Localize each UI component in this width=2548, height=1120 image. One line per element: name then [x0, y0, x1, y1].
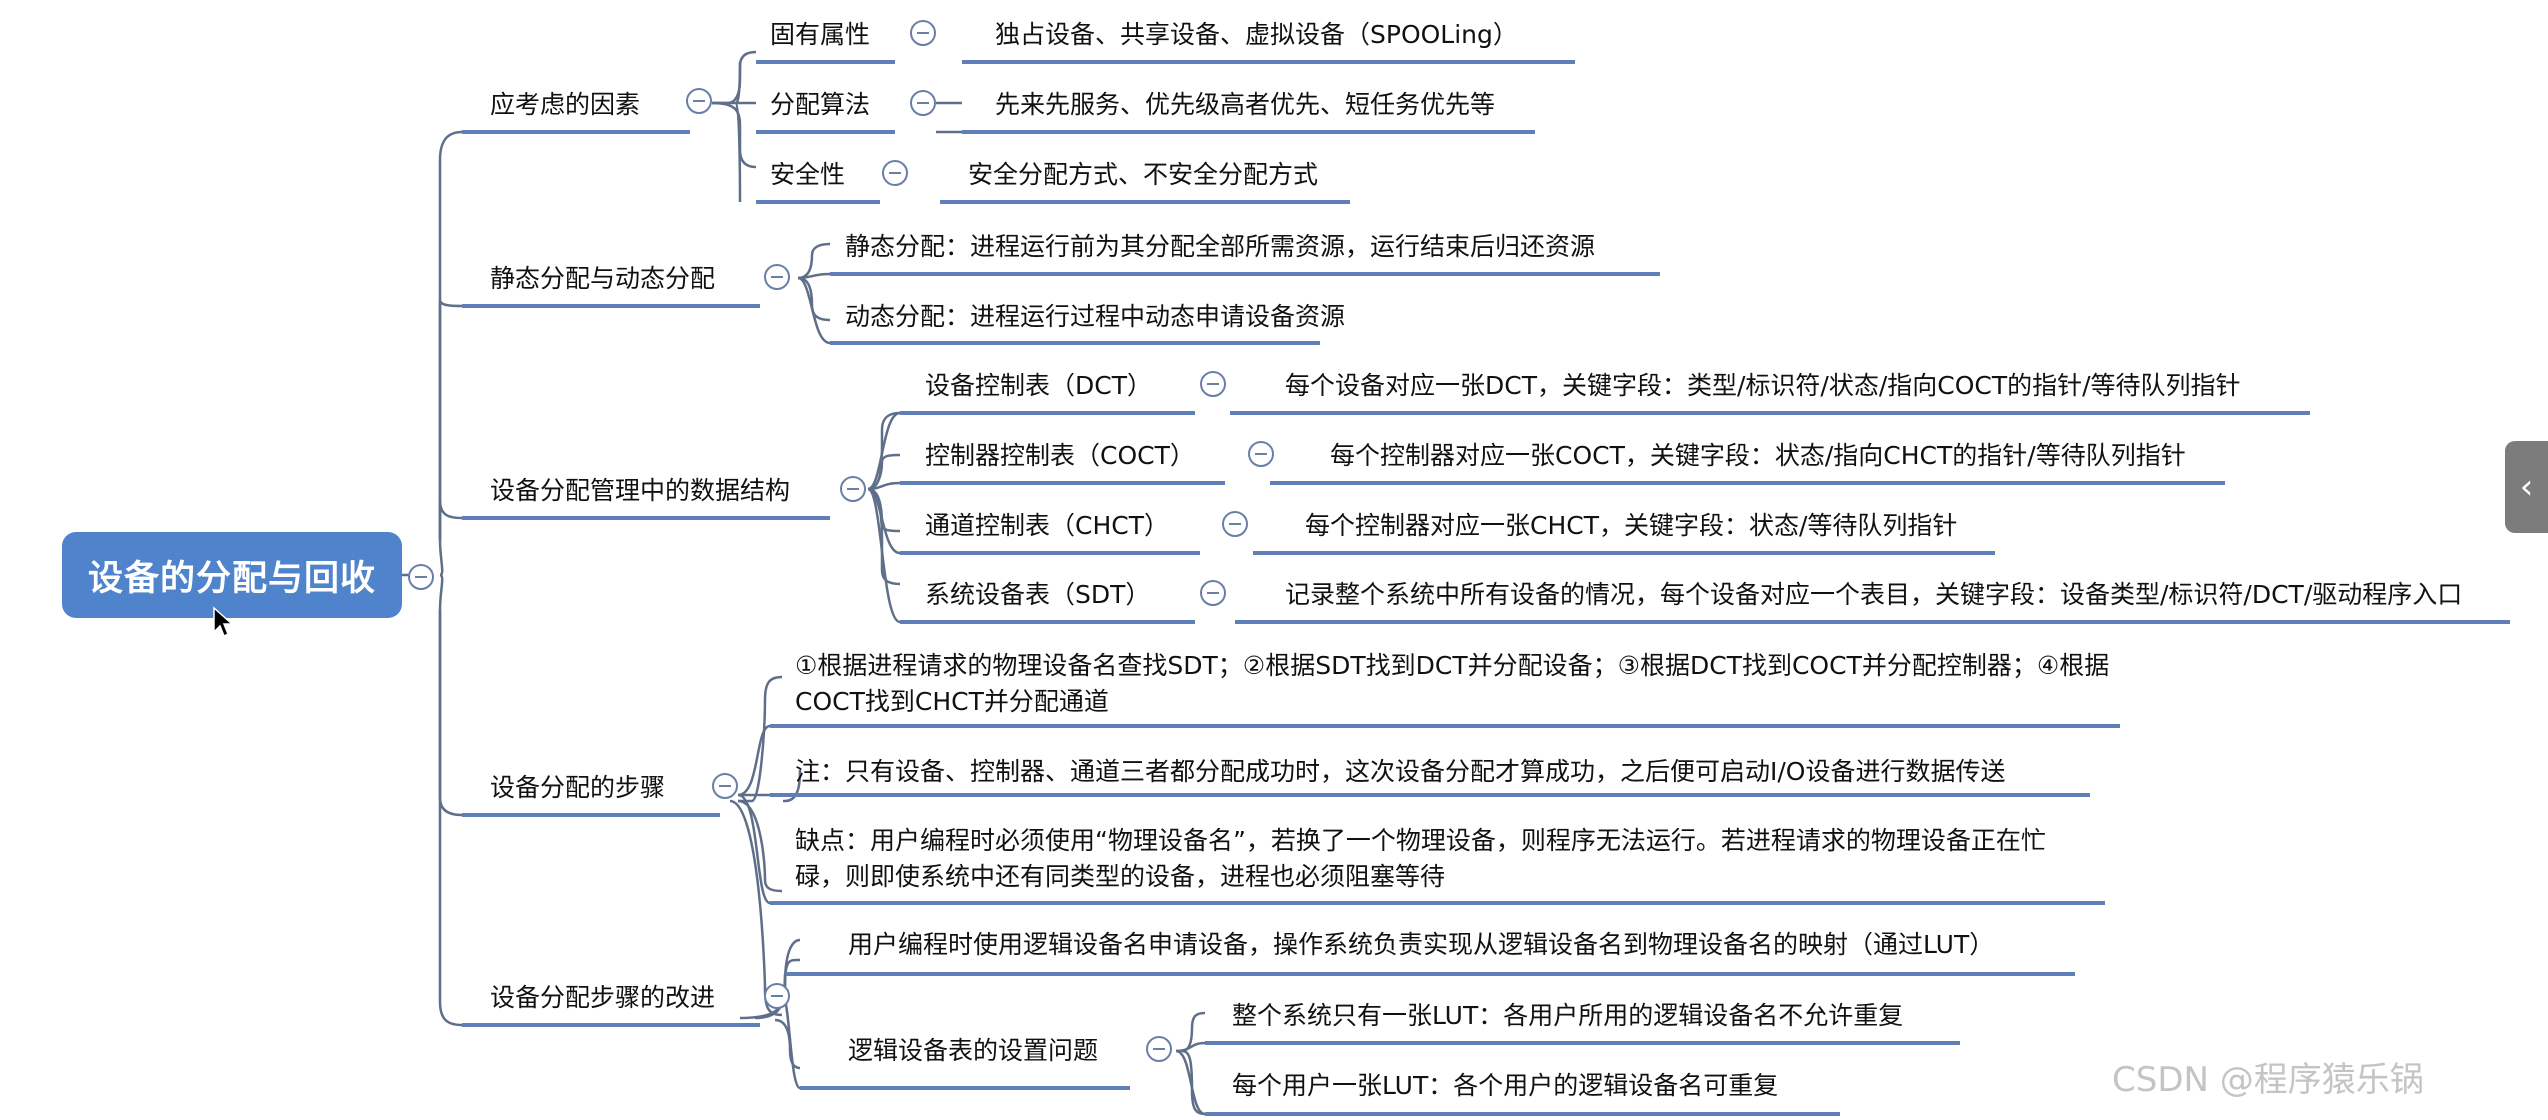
steps-drawback-text: 缺点：用户编程时必须使用“物理设备名”，若换了一个物理设备，则程序无法运行。若进…	[795, 826, 2046, 891]
factor-label[interactable]: 固有属性	[770, 20, 871, 49]
table-label[interactable]: 通道控制表（CHCT）	[925, 511, 1169, 540]
side-panel-toggle[interactable]: ‹	[2505, 441, 2548, 533]
root-node-label: 设备的分配与回收	[87, 558, 376, 599]
table-collapse-icon[interactable]	[1222, 511, 1248, 537]
factor-collapse-icon[interactable]	[910, 20, 936, 46]
root-node[interactable]: 设备的分配与回收	[62, 532, 402, 618]
steps-procedure-text: ①根据进程请求的物理设备名查找SDT；②根据SDT找到DCT并分配设备；③根据D…	[795, 651, 2110, 716]
factor-collapse-icon[interactable]	[910, 90, 936, 116]
factor-detail: 独占设备、共享设备、虚拟设备（SPOOLing）	[995, 20, 1518, 49]
steps-note-text: 注：只有设备、控制器、通道三者都分配成功时，这次设备分配才算成功，之后便可启动I…	[795, 757, 2006, 786]
static-allocation-text: 静态分配：进程运行前为其分配全部所需资源，运行结束后归还资源	[845, 232, 1596, 261]
improvement-text: 用户编程时使用逻辑设备名申请设备，操作系统负责实现从逻辑设备名到物理设备名的映射…	[848, 930, 1995, 959]
table-collapse-icon[interactable]	[1200, 580, 1226, 606]
factor-label[interactable]: 分配算法	[770, 90, 871, 119]
mouse-cursor-icon	[213, 606, 234, 638]
table-collapse-icon[interactable]	[1248, 441, 1274, 467]
branch-factors[interactable]: 应考虑的因素	[490, 90, 641, 119]
table-label[interactable]: 设备控制表（DCT）	[925, 371, 1152, 400]
table-detail: 每个设备对应一张DCT，关键字段：类型/标识符/状态/指向COCT的指针/等待队…	[1285, 371, 2241, 400]
factor-detail: 安全分配方式、不安全分配方式	[968, 160, 1319, 189]
table-label[interactable]: 系统设备表（SDT）	[925, 580, 1151, 609]
branch-data-structures[interactable]: 设备分配管理中的数据结构	[490, 476, 791, 505]
lut-setup-label[interactable]: 逻辑设备表的设置问题	[848, 1036, 1099, 1065]
watermark: CSDN @程序猿乐锅	[2112, 1060, 2424, 1100]
steps-collapse-icon[interactable]	[712, 773, 738, 799]
root-collapse-icon[interactable]	[408, 564, 434, 590]
lut-user-text: 每个用户一张LUT：各个用户的逻辑设备名可重复	[1232, 1071, 1779, 1100]
factor-detail: 先来先服务、优先级高者优先、短任务优先等	[995, 90, 1496, 119]
lut-system-text: 整个系统只有一张LUT：各用户所用的逻辑设备名不允许重复	[1232, 1001, 1904, 1030]
branch-improvement[interactable]: 设备分配步骤的改进	[490, 983, 716, 1012]
table-label[interactable]: 控制器控制表（COCT）	[925, 441, 1195, 470]
data-structures-collapse-icon[interactable]	[840, 476, 866, 502]
table-collapse-icon[interactable]	[1200, 371, 1226, 397]
improvement-collapse-icon[interactable]	[764, 983, 790, 1009]
dynamic-allocation-text: 动态分配：进程运行过程中动态申请设备资源	[845, 302, 1346, 331]
factor-collapse-icon[interactable]	[882, 160, 908, 186]
table-detail: 每个控制器对应一张CHCT，关键字段：状态/等待队列指针	[1305, 511, 1958, 540]
factor-label[interactable]: 安全性	[770, 160, 846, 189]
static-dynamic-collapse-icon[interactable]	[764, 264, 790, 290]
chevron-left-icon: ‹	[2519, 467, 2534, 507]
lut-setup-collapse-icon[interactable]	[1146, 1036, 1172, 1062]
branch-steps[interactable]: 设备分配的步骤	[490, 773, 666, 802]
branch-static-dynamic[interactable]: 静态分配与动态分配	[490, 264, 716, 293]
factors-collapse-icon[interactable]	[686, 88, 712, 114]
table-detail: 记录整个系统中所有设备的情况，每个设备对应一个表目，关键字段：设备类型/标识符/…	[1285, 580, 2463, 609]
table-detail: 每个控制器对应一张COCT，关键字段：状态/指向CHCT的指针/等待队列指针	[1330, 441, 2186, 470]
